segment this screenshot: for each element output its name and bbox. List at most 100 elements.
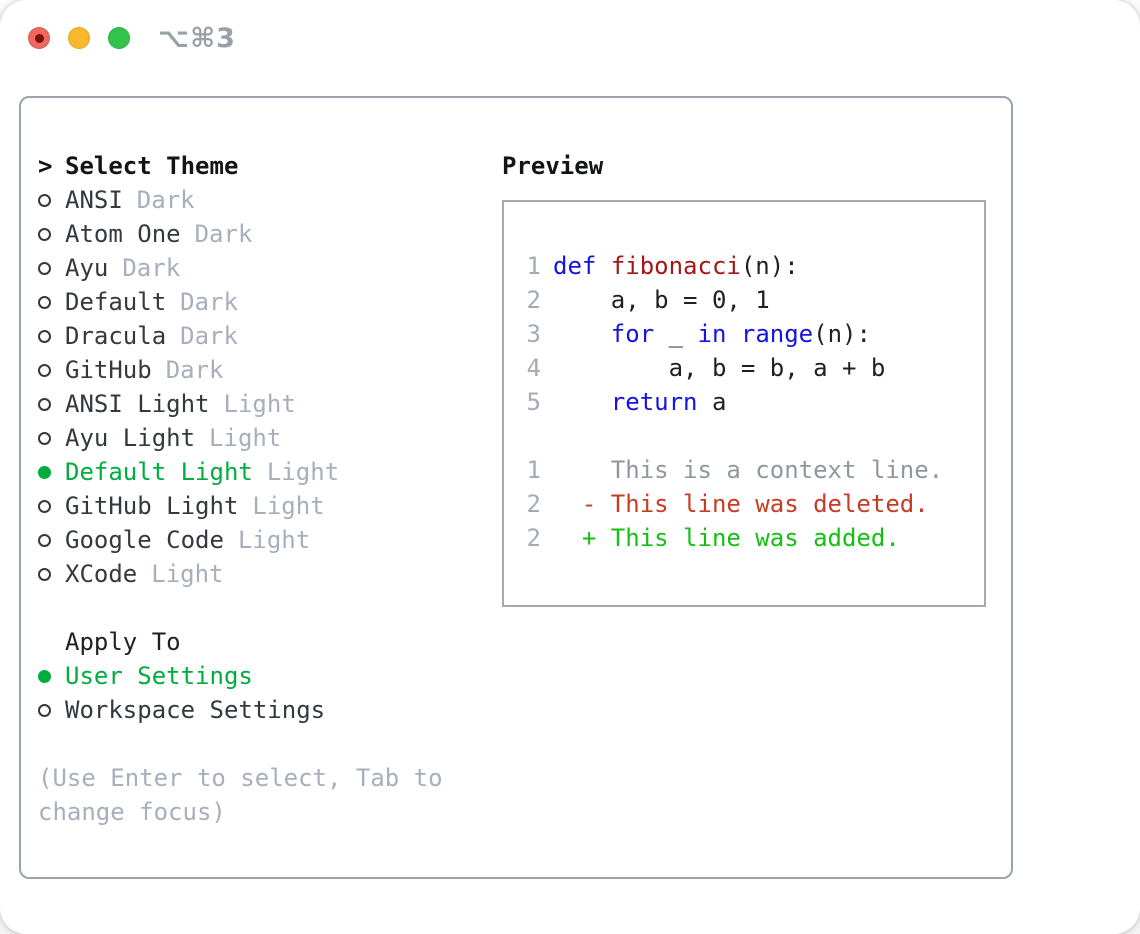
- line-number: 4: [526, 354, 541, 382]
- theme-name: XCode: [65, 560, 138, 588]
- theme-item-dracula[interactable]: Dracula Dark: [38, 319, 457, 353]
- apply-to-header-row: Apply To: [38, 625, 457, 659]
- theme-variant-tag: Light: [209, 424, 282, 452]
- code-line: 3 for _ in range(n):: [526, 317, 974, 351]
- code-line: 4 a, b = b, a + b: [526, 351, 974, 385]
- radio-selected-icon: [38, 465, 65, 479]
- radio-icon: [38, 533, 65, 547]
- apply-option-workspace-settings[interactable]: Workspace Settings: [38, 693, 457, 727]
- blank-line: [526, 419, 974, 453]
- code-text: def fibonacci(n):: [553, 252, 799, 280]
- theme-variant-tag: Light: [223, 390, 296, 418]
- theme-item-github[interactable]: GitHub Dark: [38, 353, 457, 387]
- code-line: 1 def fibonacci(n):: [526, 249, 974, 283]
- theme-item-default[interactable]: Default Dark: [38, 285, 457, 319]
- theme-name: Ayu: [65, 254, 109, 282]
- window-title: ⌥⌘3: [158, 22, 236, 54]
- radio-icon: [38, 329, 65, 343]
- theme-item-ansi[interactable]: ANSI Dark: [38, 183, 457, 217]
- theme-item-default-light[interactable]: Default Light Light: [38, 455, 457, 489]
- radio-icon: [38, 227, 65, 241]
- focus-caret-icon: >: [38, 152, 53, 180]
- theme-name: Ayu Light: [65, 424, 196, 452]
- theme-variant-tag: Light: [266, 458, 340, 486]
- theme-item-ayu-light[interactable]: Ayu Light Light: [38, 421, 457, 455]
- apply-option-label: User Settings: [65, 662, 253, 690]
- record-dot-icon: [34, 33, 44, 43]
- theme-variant-tag: Light: [252, 492, 325, 520]
- theme-name: Atom One: [65, 220, 181, 248]
- diff-line-added: 2 + This line was added.: [526, 521, 974, 555]
- radio-icon: [38, 193, 65, 207]
- theme-name: Default: [65, 288, 167, 316]
- theme-name: Google Code: [65, 526, 224, 554]
- theme-name: Default Light: [65, 458, 253, 486]
- code-line: 5 return a: [526, 385, 974, 419]
- theme-name: ANSI Light: [65, 390, 210, 418]
- select-theme-header: Select Theme: [65, 152, 239, 180]
- preview-header: Preview: [502, 152, 604, 180]
- code-line: 2 a, b = 0, 1: [526, 283, 974, 317]
- line-number: 2: [526, 524, 541, 552]
- line-number: 5: [526, 388, 541, 416]
- diff-line-context: 1 This is a context line.: [526, 453, 974, 487]
- close-button[interactable]: [28, 27, 50, 49]
- radio-icon: [38, 499, 65, 513]
- keyboard-hint: (Use Enter to select, Tab to change focu…: [38, 764, 443, 826]
- spacer: [38, 727, 457, 761]
- theme-name: GitHub: [65, 356, 152, 384]
- theme-item-github-light[interactable]: GitHub Light Light: [38, 489, 457, 523]
- theme-variant-tag: Dark: [165, 356, 224, 384]
- line-number: 1: [526, 252, 541, 280]
- theme-name: Dracula: [65, 322, 167, 350]
- diff-text: - This line was deleted.: [553, 490, 929, 518]
- zoom-button[interactable]: [108, 27, 130, 49]
- radio-icon: [38, 431, 65, 445]
- radio-selected-icon: [38, 669, 65, 683]
- theme-variant-tag: Dark: [122, 254, 181, 282]
- theme-item-ayu[interactable]: Ayu Dark: [38, 251, 457, 285]
- traffic-lights: [28, 27, 130, 49]
- spacer: [38, 591, 457, 625]
- theme-item-google-code[interactable]: Google Code Light: [38, 523, 457, 557]
- theme-variant-tag: Light: [237, 526, 311, 554]
- select-theme-header-row: > Select Theme: [38, 149, 457, 183]
- line-number: 3: [526, 320, 541, 348]
- code-text: a, b = b, a + b: [553, 354, 886, 382]
- diff-line-deleted: 2 - This line was deleted.: [526, 487, 974, 521]
- apply-option-label: Workspace Settings: [65, 696, 326, 724]
- theme-name: ANSI: [65, 186, 123, 214]
- theme-name: GitHub Light: [65, 492, 239, 520]
- titlebar: ⌥⌘3: [28, 23, 236, 54]
- theme-variant-tag: Dark: [136, 186, 195, 214]
- radio-icon: [38, 703, 65, 717]
- apply-option-user-settings[interactable]: User Settings: [38, 659, 457, 693]
- theme-item-ansi-light[interactable]: ANSI Light Light: [38, 387, 457, 421]
- line-number: 1: [526, 456, 541, 484]
- apply-to-header: Apply To: [65, 628, 181, 656]
- radio-icon: [38, 261, 65, 275]
- theme-variant-tag: Light: [151, 560, 224, 588]
- theme-item-xcode[interactable]: XCode Light: [38, 557, 457, 591]
- minimize-button[interactable]: [68, 27, 90, 49]
- diff-text: + This line was added.: [553, 524, 900, 552]
- theme-variant-tag: Dark: [180, 322, 238, 350]
- radio-icon: [38, 363, 65, 377]
- line-number: 2: [526, 490, 541, 518]
- radio-icon: [38, 397, 65, 411]
- code-text: a, b = 0, 1: [553, 286, 770, 314]
- code-text: for _ in range(n):: [610, 320, 871, 348]
- line-number: 2: [526, 286, 541, 314]
- diff-text: This is a context line.: [553, 456, 944, 484]
- code-text: return a: [610, 388, 727, 416]
- radio-icon: [38, 567, 65, 581]
- theme-variant-tag: Dark: [180, 288, 238, 316]
